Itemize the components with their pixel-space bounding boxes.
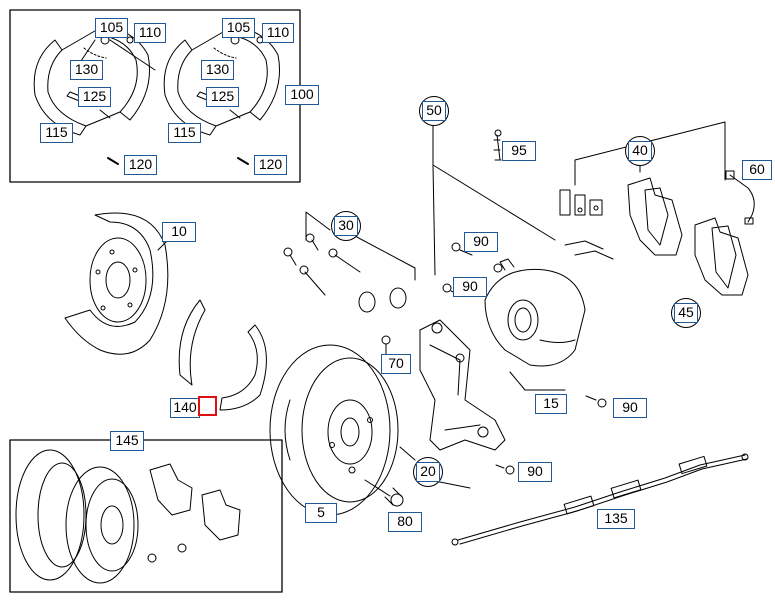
callout-30[interactable]: 30: [334, 216, 358, 236]
disc-bolt: [364, 479, 404, 507]
callout-45[interactable]: 45: [674, 303, 698, 323]
brake-shoe-set-left: [33, 24, 151, 137]
callout-125-left[interactable]: 125: [78, 87, 111, 107]
callout-95[interactable]: 95: [502, 141, 536, 161]
wear-sensor: [725, 170, 755, 225]
brake-pads: [627, 177, 749, 296]
brake-kit-contents: [15, 449, 241, 584]
callout-105-right[interactable]: 105: [222, 18, 255, 38]
pad-hardware: [559, 189, 614, 260]
callout-110-right[interactable]: 110: [262, 23, 294, 43]
callout-60[interactable]: 60: [742, 160, 772, 180]
callout-115-left[interactable]: 115: [40, 123, 73, 143]
callout-140[interactable]: 140: [170, 398, 200, 418]
callout-40[interactable]: 40: [628, 141, 652, 161]
callout-45-circle: 45: [671, 298, 701, 328]
callout-140-highlight[interactable]: [198, 396, 217, 416]
leader-lines: [74, 39, 726, 489]
callout-100[interactable]: 100: [285, 85, 319, 105]
parking-brake-cable: [451, 453, 749, 546]
callout-130-left[interactable]: 130: [70, 60, 103, 80]
callout-105-left[interactable]: 105: [95, 18, 128, 38]
dust-shield: [64, 212, 169, 355]
callout-135[interactable]: 135: [597, 509, 635, 529]
callout-50-circle: 50: [419, 96, 449, 126]
brake-disc: [269, 344, 399, 516]
callout-15[interactable]: 15: [535, 394, 567, 414]
callout-50[interactable]: 50: [422, 101, 446, 121]
callout-90-bracket[interactable]: 90: [518, 462, 552, 482]
callout-120-left[interactable]: 120: [124, 155, 157, 175]
bleeder-screw: [493, 129, 502, 161]
callout-10[interactable]: 10: [162, 222, 196, 242]
brake-caliper: [484, 258, 586, 367]
callout-115-right[interactable]: 115: [168, 123, 201, 143]
callout-110-left[interactable]: 110: [134, 23, 166, 43]
callout-90-top[interactable]: 90: [464, 232, 498, 252]
callout-5[interactable]: 5: [305, 503, 337, 523]
callout-90-mid[interactable]: 90: [453, 277, 487, 297]
brake-kit-frame: [9, 439, 283, 593]
callout-145[interactable]: 145: [110, 431, 144, 451]
loose-brake-shoes: [178, 299, 267, 411]
callout-30-circle: 30: [331, 211, 361, 241]
callout-20-circle: 20: [413, 457, 443, 487]
callout-130-right[interactable]: 130: [201, 60, 234, 80]
callout-90-caliper[interactable]: 90: [613, 398, 647, 418]
guide-bolts: [283, 233, 407, 313]
callout-120-right[interactable]: 120: [254, 155, 287, 175]
callout-70[interactable]: 70: [381, 354, 411, 374]
callout-20[interactable]: 20: [416, 462, 440, 482]
callout-40-circle: 40: [625, 136, 655, 166]
caliper-bracket: [419, 319, 506, 451]
callout-80[interactable]: 80: [388, 512, 422, 532]
callout-125-right[interactable]: 125: [206, 87, 239, 107]
